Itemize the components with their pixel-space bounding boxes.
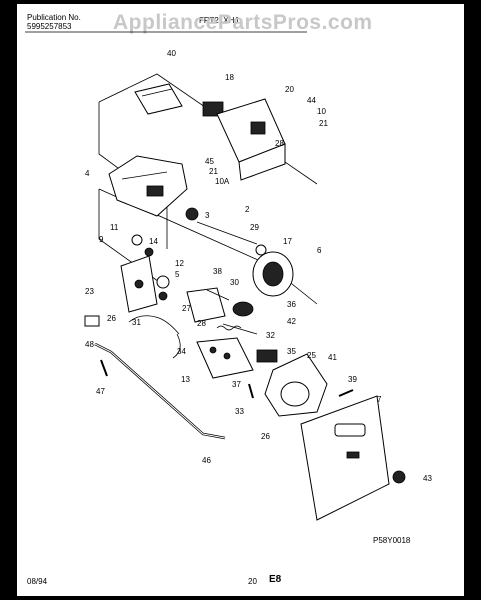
callout-26: 26 (107, 314, 116, 323)
callout-34: 34 (177, 347, 186, 356)
part-actuator (186, 287, 226, 323)
callout-33: 33 (235, 407, 244, 416)
callout-28: 28 (275, 139, 284, 148)
callout-23: 23 (85, 287, 94, 296)
part-crank (156, 275, 170, 289)
callout-21: 21 (319, 119, 328, 128)
callout-4: 4 (85, 169, 90, 178)
callout-6: 6 (317, 246, 322, 255)
footer-page: 20 (248, 577, 257, 586)
callout-43: 43 (423, 474, 432, 483)
part-bushing-large (232, 301, 254, 317)
callout-41: 41 (328, 353, 337, 362)
callout-48: 48 (85, 340, 94, 349)
callout-10A: 10A (215, 177, 230, 186)
callout-45: 45 (205, 157, 214, 166)
part-knob (392, 470, 406, 484)
publication-number: 5995257853 (27, 22, 72, 31)
callout-11: 11 (110, 223, 119, 232)
part-screw-small (248, 383, 254, 399)
callout-9: 9 (99, 235, 104, 244)
part-screw (100, 359, 108, 377)
callout-42: 42 (287, 317, 296, 326)
footer-section: E8 (269, 574, 282, 585)
callout-38: 38 (213, 267, 222, 276)
part-clip (84, 315, 100, 327)
footer-date: 08/94 (27, 577, 48, 586)
model-number: FRT21XHJ (199, 16, 239, 25)
part-arm (128, 315, 180, 335)
part-spring (216, 325, 242, 331)
callout-10: 10 (317, 107, 326, 116)
callout-7: 7 (377, 395, 382, 404)
callout-47: 47 (96, 387, 105, 396)
callout-28: 28 (197, 319, 206, 328)
part-gear (185, 207, 199, 221)
part-motor-connector (250, 121, 266, 135)
callout-21: 21 (209, 167, 218, 176)
callout-31: 31 (132, 318, 141, 327)
part-bearing (255, 244, 267, 256)
callout-12: 12 (175, 259, 184, 268)
callout-2: 2 (245, 205, 250, 214)
callout-35: 35 (287, 347, 296, 356)
part-auger-shaft (196, 221, 258, 245)
exploded-parts-diagram (25, 31, 406, 521)
part-front-cover (300, 395, 390, 521)
callout-40: 40 (167, 49, 176, 58)
part-label-card (134, 83, 183, 115)
part-switch (202, 101, 224, 117)
callout-37: 37 (232, 380, 241, 389)
callout-46: 46 (202, 456, 211, 465)
callout-39: 39 (348, 375, 357, 384)
callout-26: 26 (261, 432, 270, 441)
callout-3: 3 (205, 211, 210, 220)
callout-20: 20 (285, 85, 294, 94)
callout-27: 27 (182, 304, 191, 313)
callout-30: 30 (230, 278, 239, 287)
callout-32: 32 (266, 331, 275, 340)
callout-29: 29 (250, 223, 259, 232)
callout-14: 14 (149, 237, 158, 246)
callout-13: 13 (181, 375, 190, 384)
callout-25: 25 (307, 351, 316, 360)
part-bushing (131, 234, 143, 246)
parts-sheet: Publication No. 5995257853 FRT21XHJ Appl… (17, 4, 464, 596)
diagram-code: P58Y0018 (373, 536, 411, 545)
part-screw-39 (338, 389, 354, 397)
callout-36: 36 (287, 300, 296, 309)
watermark: AppliancePartsPros.com (113, 11, 373, 34)
part-blade-assembly (256, 349, 278, 363)
publication-label: Publication No. (27, 13, 81, 22)
callout-18: 18 (225, 73, 234, 82)
callout-5: 5 (175, 270, 180, 279)
callout-17: 17 (283, 237, 292, 246)
callout-44: 44 (307, 96, 316, 105)
